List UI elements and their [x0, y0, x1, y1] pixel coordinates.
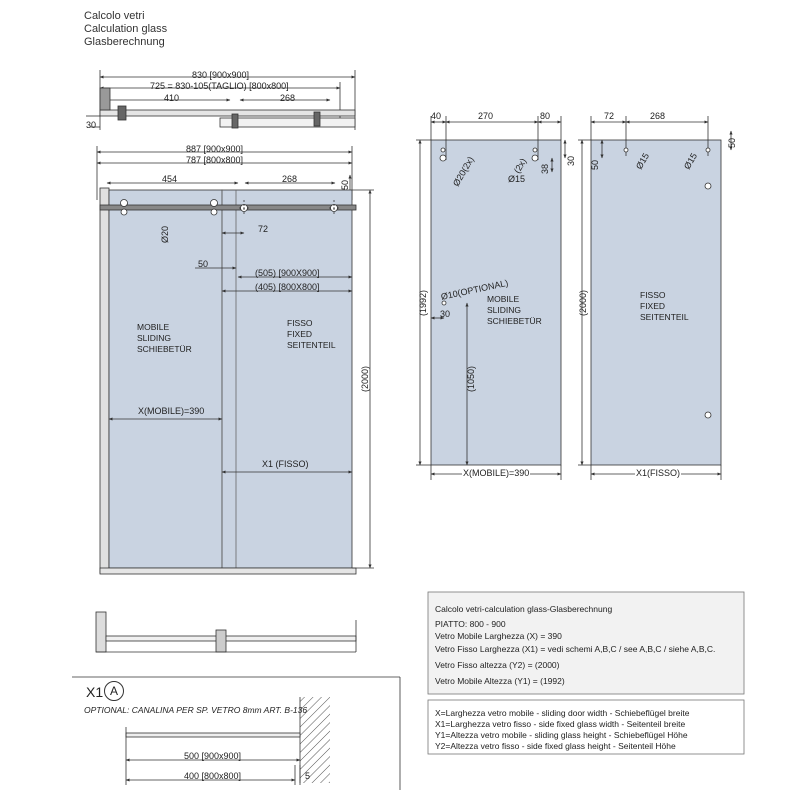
dim-30-mobile: 30 — [566, 155, 576, 166]
fixed-panel-label-1: FISSO — [640, 290, 666, 300]
dim-405: (405) [800X800] — [255, 282, 320, 292]
dim-268-fixed: 268 — [650, 111, 666, 121]
dim-72-front: 72 — [258, 224, 269, 234]
calc-box-line-3: Vetro Fisso Larghezza (X1) = vedi schemi… — [435, 644, 716, 654]
dim-725: 725 = 830-105(TAGLIO) [800x800] — [150, 81, 289, 91]
mobile-panel — [416, 116, 567, 480]
dim-50-front: 50 — [340, 179, 350, 190]
dim-40: 40 — [431, 111, 442, 121]
dim-400: 400 [800x800] — [184, 771, 242, 781]
dim-830: 830 [900x900] — [192, 70, 250, 80]
mobile-panel-bottom: X(MOBILE)=390 — [462, 468, 531, 478]
mobile-label-3: SCHIEBETÜR — [137, 344, 192, 354]
x1-fisso-front: X1 (FISSO) — [262, 459, 309, 469]
dim-1992: (1992) — [418, 289, 428, 316]
mobile-panel-label-2: SLIDING — [487, 305, 522, 315]
mobile-panel-label-3: SCHIEBETÜR — [487, 316, 542, 326]
detail-a — [72, 676, 401, 790]
dim-268-top: 268 — [280, 93, 296, 103]
dim-30-top: 30 — [86, 120, 97, 130]
fixed-panel-label-2: FIXED — [640, 301, 666, 311]
fixed-panel-bottom: X1(FISSO) — [635, 468, 682, 478]
legend-line-4: Y2=Altezza vetro fisso - side fixed glas… — [435, 741, 676, 751]
legend-line-2: X1=Larghezza vetro fisso - side fixed gl… — [435, 719, 686, 729]
dim-80: 80 — [540, 111, 551, 121]
fisso-label-3: SEITENTEIL — [287, 340, 336, 350]
legend-line-3: Y1=Altezza vetro mobile - sliding glass … — [435, 730, 688, 740]
dim-500: 500 [900x900] — [184, 751, 242, 761]
dim-787: 787 [800x800] — [186, 155, 244, 165]
section-view — [95, 611, 357, 653]
calc-box-title: Calcolo vetri-calculation glass-Glasbere… — [435, 604, 613, 614]
hole-15b-label: Ø15 — [508, 174, 526, 184]
detail-label: X1 — [86, 684, 104, 700]
header-line-1: Calcolo vetri — [84, 10, 145, 22]
dim-2000-front: (2000) — [360, 365, 370, 392]
dim-5: 5 — [305, 771, 311, 781]
mobile-panel-label-1: MOBILE — [487, 294, 520, 304]
calc-box-line-2: Vetro Mobile Larghezza (X) = 390 — [435, 631, 562, 641]
dim-50-fixed-r: 50 — [727, 137, 737, 148]
dim-410: 410 — [164, 93, 180, 103]
detail-optional-note: OPTIONAL: CANALINA PER SP. VETRO 8mm ART… — [84, 705, 308, 715]
dim-270: 270 — [478, 111, 494, 121]
top-view — [86, 70, 356, 130]
calc-box-line-5: Vetro Mobile Altezza (Y1) = (1992) — [435, 676, 565, 686]
legend-line-1: X=Larghezza vetro mobile - sliding door … — [435, 708, 690, 718]
dim-38: 38 — [540, 163, 550, 174]
dim-30-mobile-b: 30 — [440, 309, 451, 319]
fisso-label-2: FIXED — [287, 329, 313, 339]
dim-268-front: 268 — [282, 174, 298, 184]
mobile-label-2: SLIDING — [137, 333, 172, 343]
calc-box-line-1: PIATTO: 800 - 900 — [435, 619, 506, 629]
dim-20-front: Ø20 — [160, 225, 170, 243]
mobile-label-1: MOBILE — [137, 322, 170, 332]
dim-887: 887 [900x900] — [186, 144, 244, 154]
detail-circle-a: A — [104, 681, 124, 701]
dim-454: 454 — [162, 174, 178, 184]
dim-505: (505) [900X900] — [255, 268, 320, 278]
fixed-panel — [578, 116, 733, 480]
header-line-3: Glasberechnung — [84, 36, 165, 48]
dim-72-fixed: 72 — [604, 111, 615, 121]
dim-50-front-b: 50 — [198, 259, 209, 269]
header-line-2: Calculation glass — [84, 23, 168, 35]
x-mobile-front: X(MOBILE)=390 — [138, 406, 205, 416]
fisso-label-1: FISSO — [287, 318, 313, 328]
calc-box-line-4: Vetro Fisso altezza (Y2) = (2000) — [435, 660, 560, 670]
dim-1050: (1050) — [466, 365, 476, 392]
fixed-panel-label-3: SEITENTEIL — [640, 312, 689, 322]
front-view — [96, 146, 374, 575]
dim-2000-fixed: (2000) — [578, 289, 588, 316]
dim-50-fixed: 50 — [590, 159, 600, 170]
